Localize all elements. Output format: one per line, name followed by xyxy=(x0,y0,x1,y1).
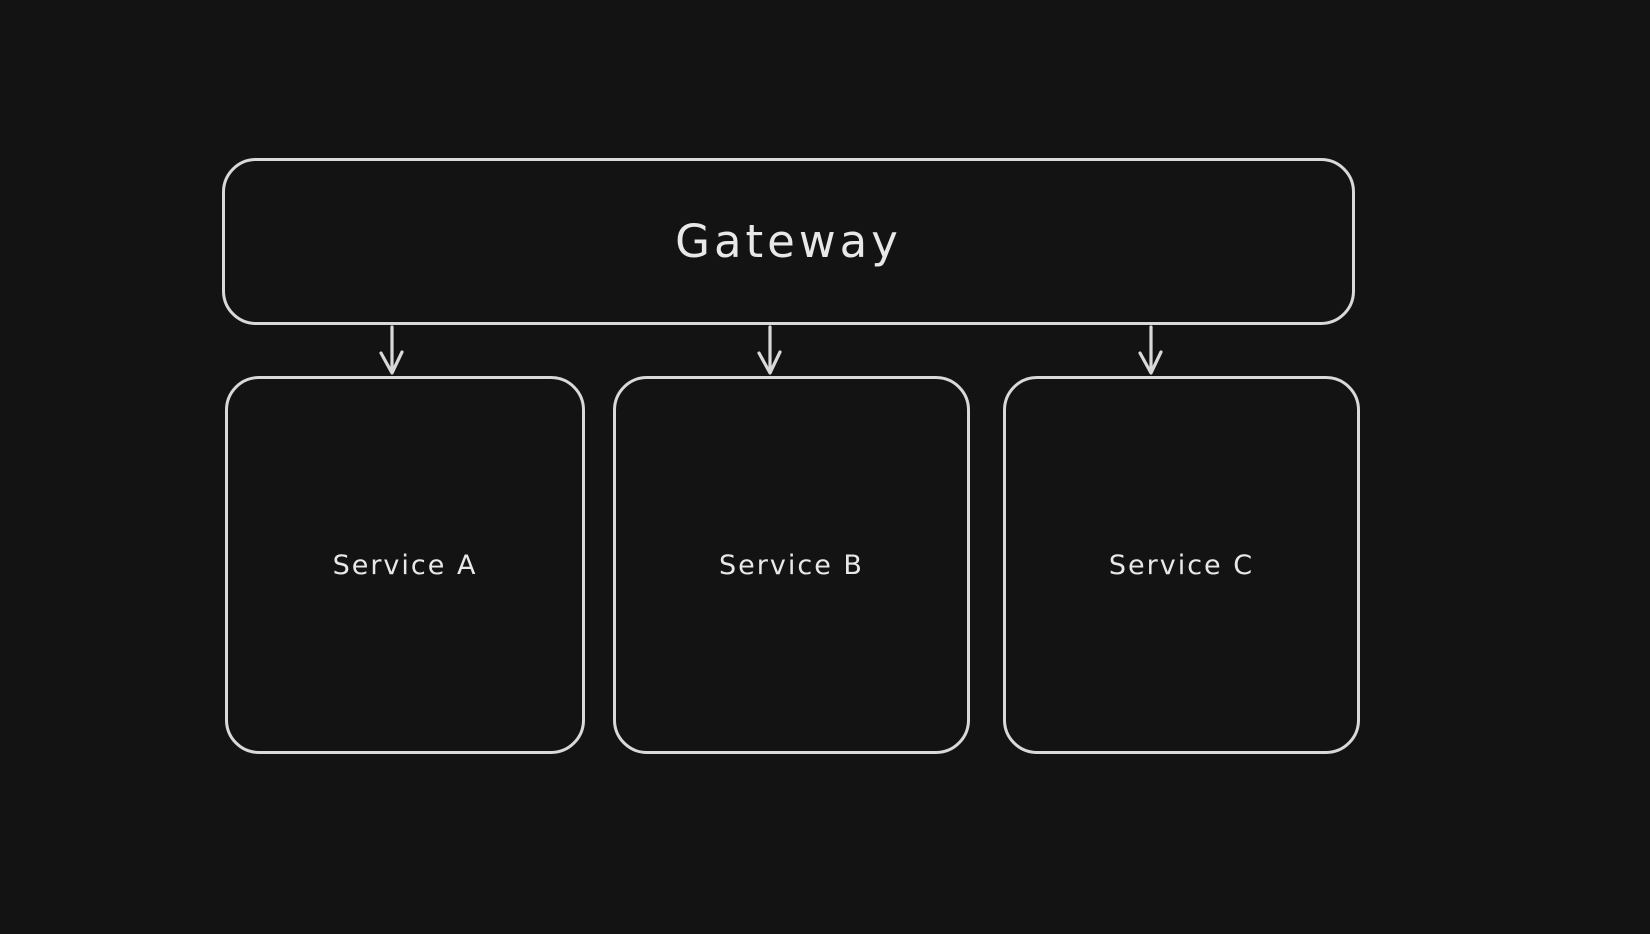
node-service-a-label: Service A xyxy=(332,549,478,581)
node-service-b[interactable]: Service B xyxy=(613,376,970,754)
arrow-gateway-to-service-c xyxy=(1138,325,1163,375)
node-service-b-label: Service B xyxy=(719,549,864,581)
node-gateway[interactable]: Gateway xyxy=(222,158,1355,325)
node-gateway-label: Gateway xyxy=(675,215,902,268)
node-service-a[interactable]: Service A xyxy=(225,376,585,754)
node-service-c[interactable]: Service C xyxy=(1003,376,1360,754)
arrow-gateway-to-service-a xyxy=(379,325,404,375)
arrow-gateway-to-service-b xyxy=(757,325,782,375)
node-service-c-label: Service C xyxy=(1108,549,1255,581)
